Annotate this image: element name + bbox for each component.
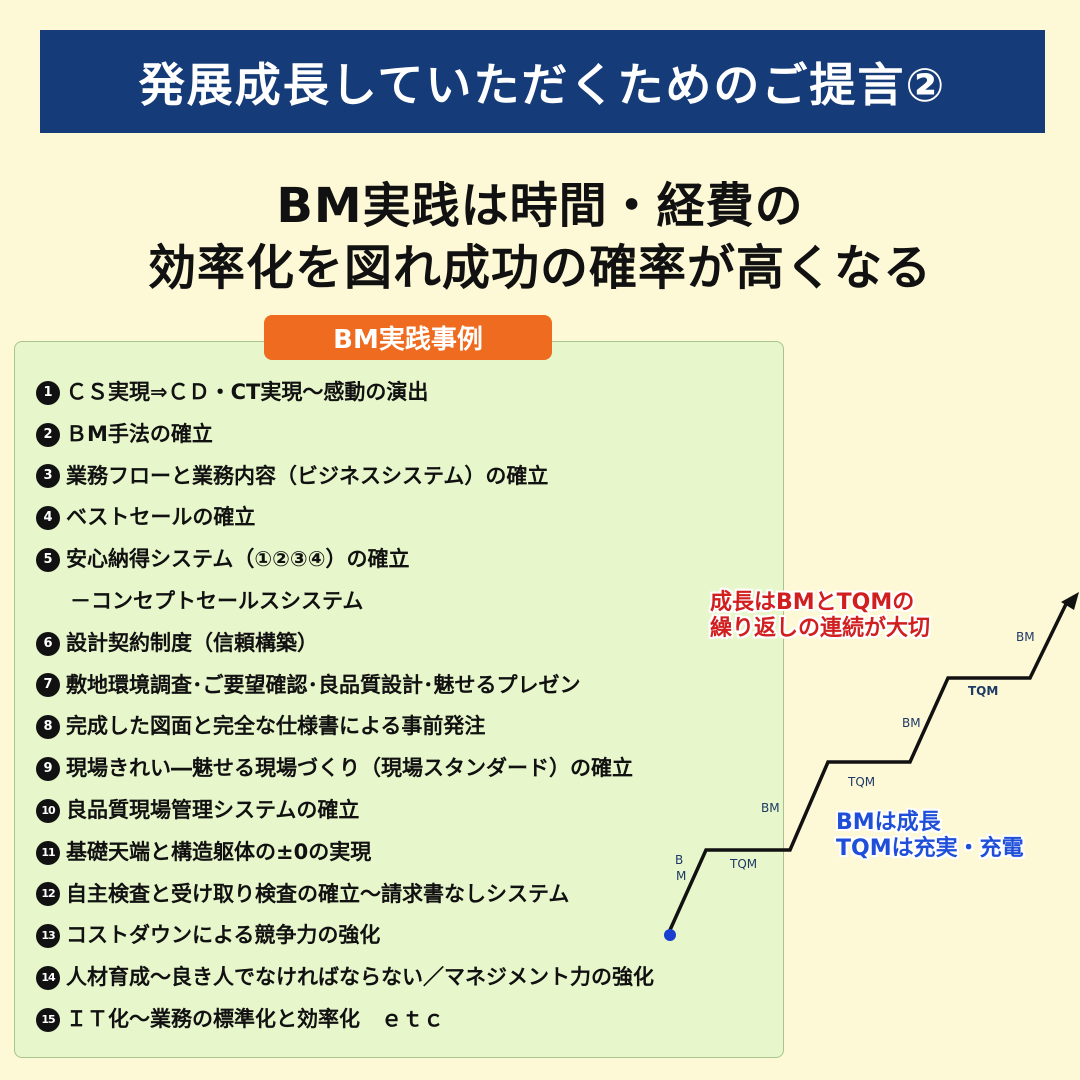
example-text: 業務フローと業務内容（ビジネスシステム）の確立 xyxy=(66,463,549,488)
banner-title: 発展成長していただくためのご提言② xyxy=(138,57,947,112)
example-item: －コンセプトセールスシステム xyxy=(36,581,654,623)
example-text: ＣＳ実現⇒ＣＤ・CT実現～感動の演出 xyxy=(66,380,429,404)
stairs-label-tqm-2: TQM xyxy=(847,775,875,789)
example-text: 設計契約制度（信頼構築） xyxy=(66,630,318,655)
example-text: コストダウンによる競争力の強化 xyxy=(66,923,381,948)
example-text: 人材育成～良き人でなければならない／マネジメント力の強化 xyxy=(66,965,654,990)
stairs-label-bm-4: BM xyxy=(1016,630,1035,644)
growth-callout: 成長はBMとTQMの 繰り返しの連続が大切 xyxy=(710,590,930,642)
example-text: 安心納得システム（①②③④）の確立 xyxy=(66,547,410,572)
example-number-badge xyxy=(36,590,60,614)
example-number-badge: 10 xyxy=(36,798,60,823)
example-number-badge: 1 xyxy=(36,380,60,405)
example-text: ＩＴ化～業務の標準化と効率化 ｅｔｃ xyxy=(66,1006,444,1031)
example-text: ＢM手法の確立 xyxy=(66,421,213,446)
examples-panel xyxy=(14,341,784,1058)
example-number-badge: 7 xyxy=(36,673,60,698)
example-number-badge: 12 xyxy=(36,882,60,907)
growth-callout-line-1: 成長はBMとTQMの xyxy=(710,590,915,615)
example-number-badge: 14 xyxy=(36,966,60,991)
examples-panel-tag: BM実践事例 xyxy=(264,315,552,360)
example-text: 敷地環境調査･ご要望確認･良品質設計･魅せるプレゼン xyxy=(66,672,581,697)
stairs-label-bm-3: BM xyxy=(902,716,921,730)
title-banner: 発展成長していただくためのご提言② xyxy=(40,30,1045,133)
meaning-callout-line-1: BMは成長 xyxy=(836,810,941,835)
example-number-badge: 4 xyxy=(36,506,60,531)
meaning-callout: BMは成長 TQMは充実・充電 xyxy=(836,810,1024,862)
example-number-badge: 3 xyxy=(36,464,60,489)
example-text: 完成した図面と完全な仕様書による事前発注 xyxy=(66,714,486,739)
stairs-label-tqm-3: TQM xyxy=(968,684,998,698)
example-number-badge: 9 xyxy=(36,757,60,782)
example-text: 自主検査と受け取り検査の確立～請求書なしシステム xyxy=(66,881,570,906)
example-text: －コンセプトセールスシステム xyxy=(70,588,364,613)
growth-callout-line-2: 繰り返しの連続が大切 xyxy=(710,616,931,641)
example-text: 良品質現場管理システムの確立 xyxy=(66,797,360,822)
example-number-badge: 2 xyxy=(36,422,60,447)
example-number-badge: 11 xyxy=(36,840,60,865)
example-text: 現場きれい―魅せる現場づくり（現場スタンダード）の確立 xyxy=(66,756,633,781)
example-number-badge: 5 xyxy=(36,548,60,573)
example-text: 基礎天端と構造躯体の±0の実現 xyxy=(66,839,372,864)
example-number-badge: 8 xyxy=(36,715,60,740)
meaning-callout-line-2: TQMは充実・充電 xyxy=(836,836,1024,861)
example-number-badge: 15 xyxy=(36,1007,60,1032)
example-number-badge: 6 xyxy=(36,631,60,656)
stairs-arrowhead xyxy=(1061,592,1079,610)
example-text: ベストセールの確立 xyxy=(66,505,256,530)
headline-line-2: 効率化を図れ成功の確率が高くなる xyxy=(147,240,932,296)
headline-line-1: BM実践は時間・経費の xyxy=(276,178,804,234)
example-number-badge: 13 xyxy=(36,924,60,949)
